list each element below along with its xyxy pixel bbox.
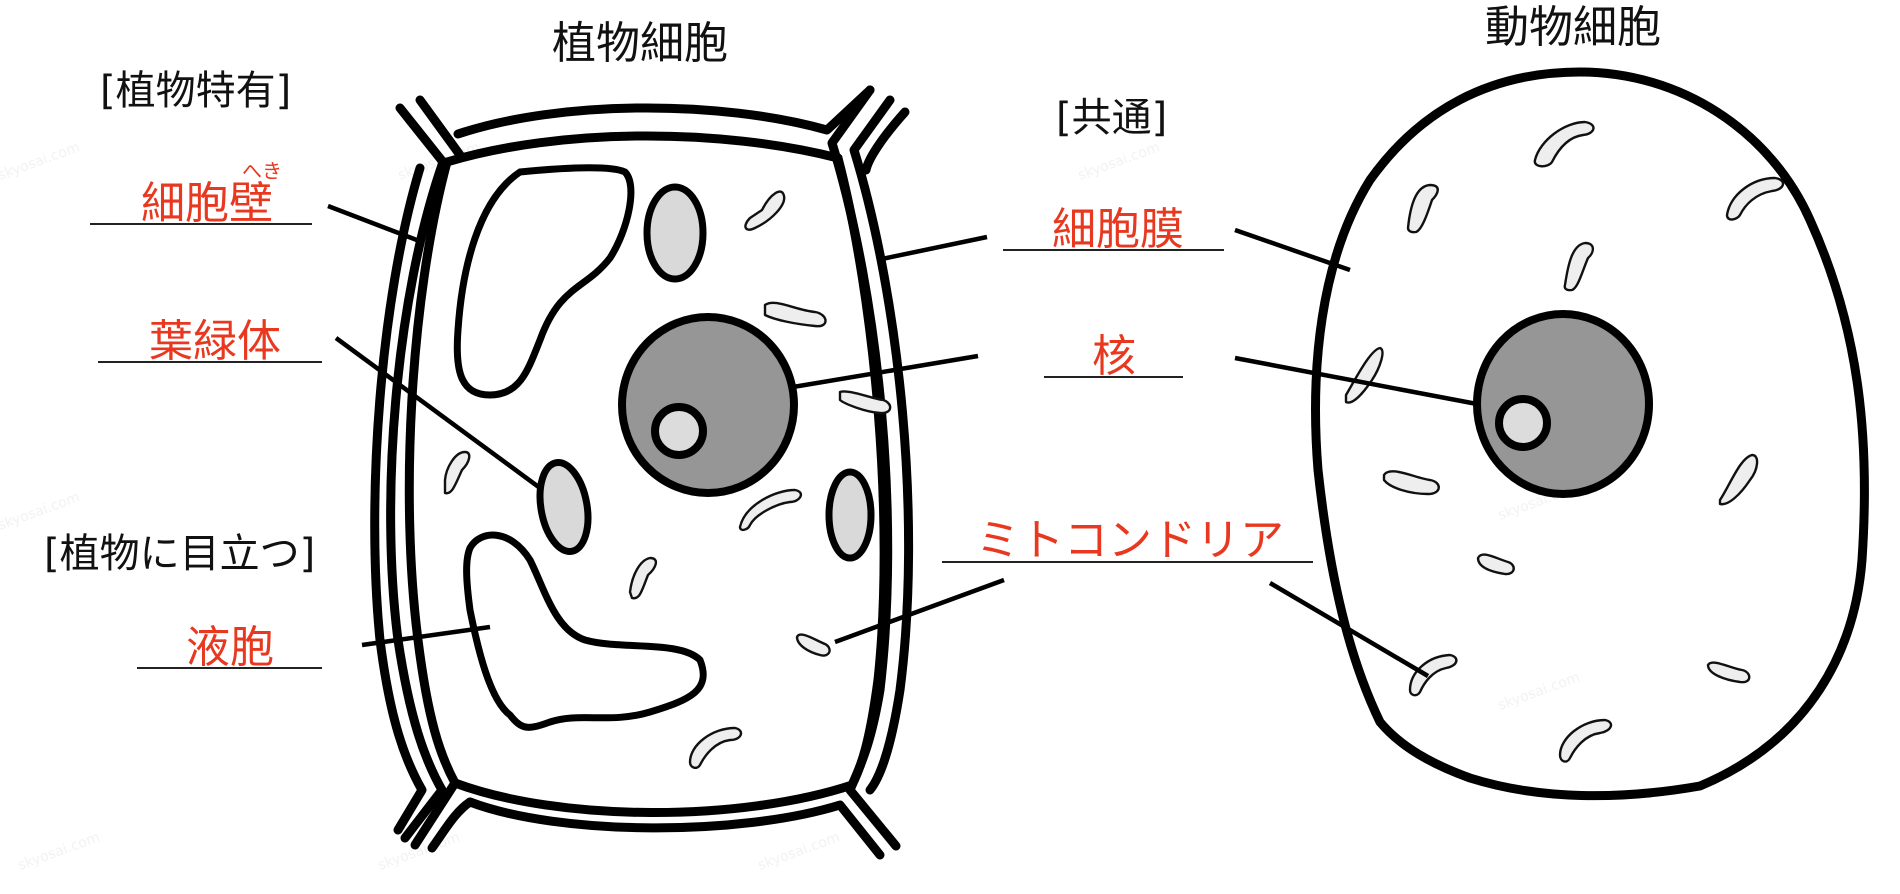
label-vacuole: 液胞 (186, 622, 274, 673)
plant-nucleolus (651, 403, 707, 459)
chloroplast-3 (825, 468, 875, 562)
section-plant-prominent: [植物に目立つ] (44, 531, 315, 577)
cell-wall-top-inner (442, 131, 843, 167)
mitochondrion (744, 190, 786, 231)
mitochondrion (1406, 183, 1439, 234)
leader-cell-wall (327, 203, 423, 245)
label-cell-membrane: 細胞膜 (1052, 204, 1184, 255)
answer-labels: へき 細胞壁 葉緑体 液胞 細胞膜 核 ミトコンドリア (90, 159, 1313, 673)
mitochondrion (628, 556, 658, 600)
mitochondrion (1558, 718, 1613, 763)
cell-wall-bottom-left-spike-2 (427, 797, 475, 853)
mitochondrion (795, 633, 831, 657)
label-chloroplast: 葉緑体 (149, 316, 281, 367)
cell-wall-left-outer-edge (370, 163, 427, 835)
mitochondrion (688, 726, 743, 770)
mitochondrion (1563, 241, 1595, 292)
label-mitochondria: ミトコンドリア (976, 515, 1284, 566)
cell-wall-outer-right-2 (849, 95, 914, 795)
mitochondrion (1344, 346, 1384, 404)
watermark: skyosai.com (0, 139, 82, 183)
cell-wall-top-outer (453, 85, 875, 139)
mitochondrion (1408, 653, 1458, 697)
section-common: [共通] (1056, 95, 1167, 141)
mitochondrion (1725, 176, 1785, 221)
watermark: skyosai.com (756, 829, 842, 873)
cell-wall-bottom-outer (465, 797, 885, 860)
watermark-layer: skyosai.com skyosai.com skyosai.com skyo… (0, 139, 1582, 873)
leader-animal-membrane (1234, 227, 1351, 273)
section-plant-specific: [植物特有] (100, 68, 291, 114)
leader-plant-mitochondria (834, 577, 1005, 645)
label-nucleus: 核 (1092, 331, 1136, 382)
cell-wall-outer-left-2 (415, 95, 465, 160)
vacuole-upper (453, 164, 635, 399)
cell-wall-ruby: へき (242, 159, 282, 183)
cell-membrane-right (833, 153, 889, 790)
mitochondrion (1706, 661, 1751, 684)
mitochondrion (1382, 470, 1440, 496)
plant-cell-title: 植物細胞 (552, 18, 728, 69)
watermark: skyosai.com (1496, 669, 1582, 713)
mitochondrion (443, 450, 471, 495)
mitochondrion (1476, 553, 1515, 576)
chloroplast-1 (643, 183, 707, 283)
chloroplast-2 (536, 459, 592, 555)
mitochondrion (738, 488, 803, 532)
cell-wall-outer-right-3 (861, 107, 910, 175)
cell-wall-bottom-left-spike (410, 778, 460, 850)
leader-animal-nucleus (1234, 355, 1478, 407)
cell-wall-outer-left (386, 103, 448, 843)
vacuole-lower (463, 531, 707, 731)
leader-chloroplast (334, 336, 542, 490)
leader-animal-mitochondria (1268, 581, 1430, 678)
label-cell-wall: 細胞壁 (141, 178, 273, 229)
watermark: skyosai.com (1076, 139, 1162, 183)
leader-vacuole (361, 624, 491, 648)
animal-cell (1311, 67, 1869, 801)
mitochondrion (1718, 453, 1759, 506)
watermark: skyosai.com (16, 829, 102, 873)
plant-nucleus (618, 313, 798, 497)
cell-wall-bottom-inner (450, 778, 857, 817)
leader-plant-membrane (876, 234, 988, 263)
mitochondrion (763, 301, 827, 328)
animal-nucleolus (1495, 395, 1551, 451)
mitochondrion (838, 390, 892, 415)
watermark: skyosai.com (0, 489, 82, 533)
plant-cell (370, 85, 914, 860)
cell-membrane-left (404, 157, 460, 788)
animal-cell-title: 動物細胞 (1485, 2, 1661, 53)
animal-mitochondria-group (1344, 120, 1785, 763)
plant-mitochondria-group (443, 190, 892, 770)
leader-lines (327, 203, 1478, 678)
leader-plant-nucleus (792, 353, 979, 390)
mitochondrion (1533, 120, 1595, 168)
